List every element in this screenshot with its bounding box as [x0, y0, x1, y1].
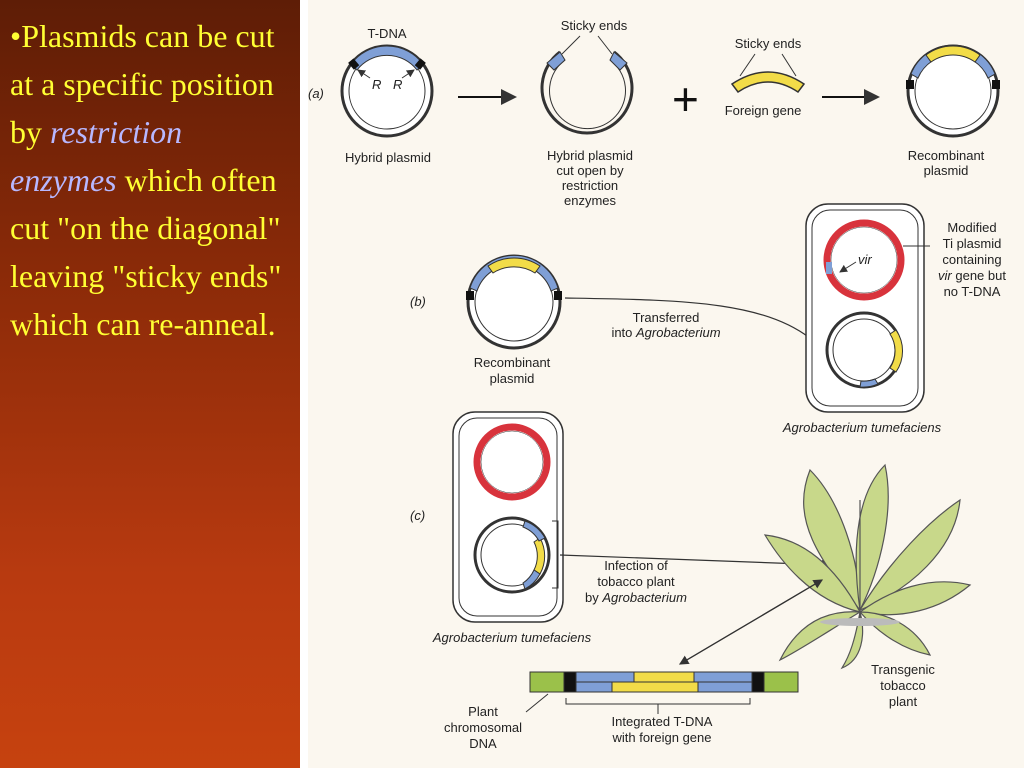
hybrid-plasmid	[340, 44, 434, 138]
t-dna-label: T-DNA	[368, 26, 407, 41]
sticky-ends-label-gene: Sticky ends	[735, 36, 802, 51]
restriction-site-r2: R	[393, 77, 402, 92]
bullet-text-italic: restriction enzymes	[10, 114, 183, 198]
plasmid-diagram: (a) T-DNA R R Hybrid plasmid Sticky ends…	[308, 18, 1006, 751]
infection-label-3: by Agrobacterium	[585, 590, 687, 605]
agro-caption-c: Agrobacterium tumefaciens	[432, 630, 592, 645]
vir-label: vir	[858, 252, 872, 267]
panel-a-tag: (a)	[308, 86, 324, 101]
bullet-paragraph: •Plasmids can be cut at a specific posit…	[10, 12, 295, 348]
restriction-site-r1: R	[372, 77, 381, 92]
recombinant-plasmid-b	[466, 254, 562, 350]
panel-divider	[300, 0, 308, 768]
transgenic-label-2: tobacco	[880, 678, 926, 693]
chromosomal-label-2: chromosomal	[444, 720, 522, 735]
transferred-label-2: into Agrobacterium	[611, 325, 720, 340]
transgenic-label-3: plant	[889, 694, 918, 709]
transfer-arrow	[564, 297, 819, 346]
transferred-label-1: Transferred	[633, 310, 700, 325]
infection-label-2: tobacco plant	[597, 574, 675, 589]
plus-sign: +	[672, 73, 699, 125]
cut-open-label-2: cut open by	[556, 163, 624, 178]
agrobacterium-cell-b	[805, 203, 925, 413]
ti-plasmid-label-3: containing	[942, 252, 1001, 267]
recombinant-label-a-1: Recombinant	[908, 148, 985, 163]
cut-open-label-3: restriction	[562, 178, 618, 193]
foreign-gene-fragment	[730, 71, 806, 94]
ti-plasmid-label-4: vir gene but	[938, 268, 1006, 283]
agrobacterium-cell-c	[452, 411, 564, 623]
hybrid-plasmid-label: Hybrid plasmid	[345, 150, 431, 165]
figure-panel: (a) T-DNA R R Hybrid plasmid Sticky ends…	[308, 0, 1024, 768]
recombinant-label-b-2: plasmid	[490, 371, 535, 386]
integrated-label-1: Integrated T-DNA	[612, 714, 713, 729]
panel-c-tag: (c)	[410, 508, 425, 523]
sticky-ends-label-top: Sticky ends	[561, 18, 628, 33]
transgenic-label-1: Transgenic	[871, 662, 935, 677]
bullet-text-part2: which often cut "on the diagonal" leavin…	[10, 162, 282, 342]
panel-b-tag: (b)	[410, 294, 426, 309]
chromosomal-label-3: DNA	[469, 736, 497, 751]
text-panel: •Plasmids can be cut at a specific posit…	[0, 0, 300, 768]
recombinant-label-b-1: Recombinant	[474, 355, 551, 370]
infection-label-1: Infection of	[604, 558, 668, 573]
ti-plasmid-label-5: no T-DNA	[944, 284, 1001, 299]
cut-open-plasmid	[540, 50, 634, 135]
recombinant-label-a-2: plasmid	[924, 163, 969, 178]
agro-caption-b: Agrobacterium tumefaciens	[782, 420, 942, 435]
cut-open-label-4: enzymes	[564, 193, 617, 208]
ti-plasmid-label-2: Ti plasmid	[943, 236, 1002, 251]
chromosomal-dna-strip	[529, 671, 799, 693]
recombinant-plasmid-a	[906, 44, 1000, 138]
cut-open-label-1: Hybrid plasmid	[547, 148, 633, 163]
ti-plasmid-label-1: Modified	[947, 220, 996, 235]
bullet-marker: •	[10, 18, 22, 54]
chromosomal-label-1: Plant	[468, 704, 498, 719]
foreign-gene-label: Foreign gene	[725, 103, 802, 118]
integrated-label-2: with foreign gene	[611, 730, 711, 745]
tobacco-plant-drawing	[763, 463, 972, 670]
bullet-text-part1: Plasmids can be cut at a specific positi…	[10, 18, 275, 150]
